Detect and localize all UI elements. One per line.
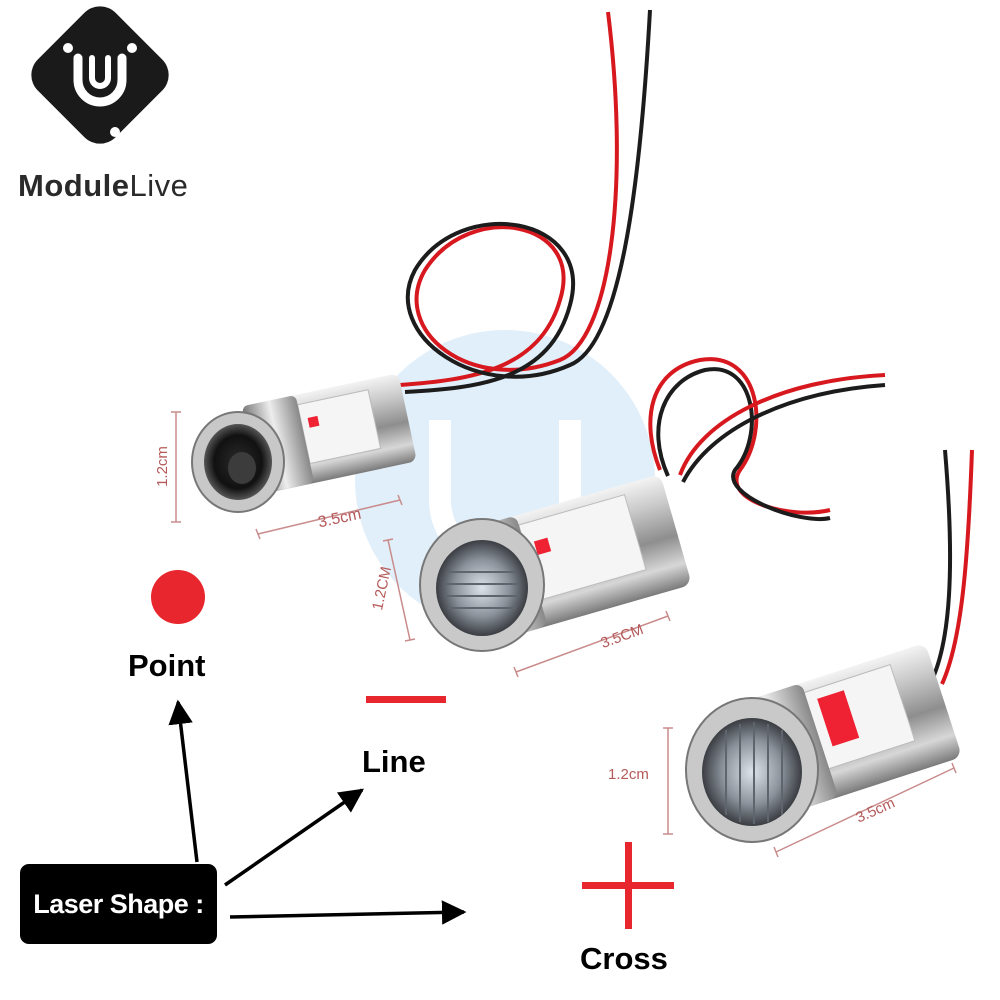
brand-logo-icon xyxy=(31,6,169,144)
cross-shape-label: Cross xyxy=(580,941,668,976)
arrows xyxy=(168,699,467,925)
brand-name-bold: Module xyxy=(18,168,130,203)
wires-line-module xyxy=(648,357,886,521)
point-laser-module-image xyxy=(191,374,416,513)
line-shape-label: Line xyxy=(362,744,426,779)
laser-shape-badge: Laser Shape : xyxy=(20,864,217,944)
wires-point-module xyxy=(399,9,652,394)
point-module-height-label: 1.2cm xyxy=(153,446,171,487)
wires-cross-module xyxy=(930,449,974,685)
cross-shape-icon xyxy=(582,842,674,929)
line-laser-module-image xyxy=(419,476,690,652)
point-shape-icon xyxy=(151,570,205,624)
point-shape-label: Point xyxy=(128,648,206,683)
dimension-lines xyxy=(171,411,957,858)
cross-module-height-label: 1.2cm xyxy=(608,766,649,783)
brand-name-light: Live xyxy=(129,168,189,203)
cross-laser-module-image xyxy=(685,645,960,843)
brand-name: ModuleLive xyxy=(18,168,188,204)
line-shape-icon xyxy=(366,696,446,703)
